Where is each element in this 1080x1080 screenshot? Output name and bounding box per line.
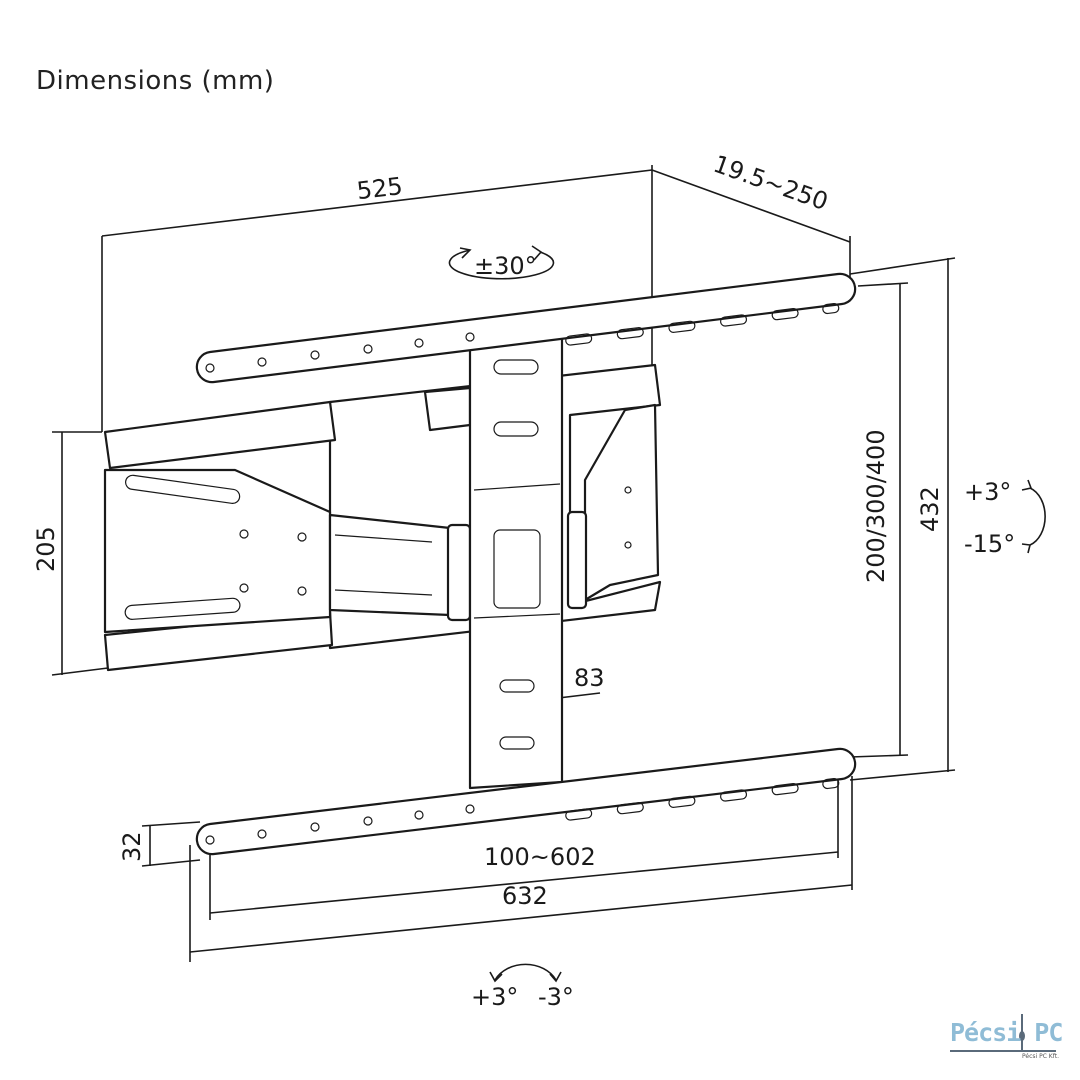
label-vesa-vertical: 200/300/400 bbox=[862, 429, 890, 583]
logo-underline bbox=[950, 1050, 1056, 1052]
label-swivel: ±30° bbox=[474, 252, 537, 280]
tilt-arrow-icon bbox=[1021, 479, 1046, 554]
bottom-rail bbox=[195, 747, 857, 856]
diagram-title: Dimensions (mm) bbox=[36, 66, 275, 96]
label-plate-width: 83 bbox=[574, 664, 605, 692]
dimension-lines bbox=[51, 165, 956, 962]
label-depth: 19.5~250 bbox=[710, 150, 832, 216]
label-height-total: 432 bbox=[916, 486, 944, 532]
pecsi-pc-logo: Pécsi PC Pécsi PC Kft. bbox=[948, 1012, 1064, 1062]
vertical-plate bbox=[468, 334, 564, 790]
logo-brand: Pécsi PC bbox=[950, 1018, 1063, 1047]
label-tilt-up: +3° bbox=[964, 478, 1011, 506]
label-vesa-horizontal: 100~602 bbox=[484, 843, 596, 871]
label-width-total: 525 bbox=[355, 172, 404, 205]
swivel-arrow-icon bbox=[448, 245, 555, 280]
tower-icon bbox=[1019, 1014, 1025, 1050]
label-roll-plus: +3° bbox=[471, 983, 518, 1011]
label-roll-minus: -3° bbox=[538, 983, 574, 1011]
label-rail-length: 632 bbox=[502, 882, 548, 910]
arm-assembly-right bbox=[566, 403, 660, 610]
roll-arrow-icon bbox=[489, 963, 562, 983]
top-rail bbox=[195, 272, 857, 384]
label-tilt-down: -15° bbox=[964, 530, 1015, 558]
label-arm-height: 205 bbox=[32, 526, 60, 572]
logo-company: Pécsi PC Kft. bbox=[1022, 1053, 1060, 1060]
label-rail-height: 32 bbox=[118, 831, 146, 862]
